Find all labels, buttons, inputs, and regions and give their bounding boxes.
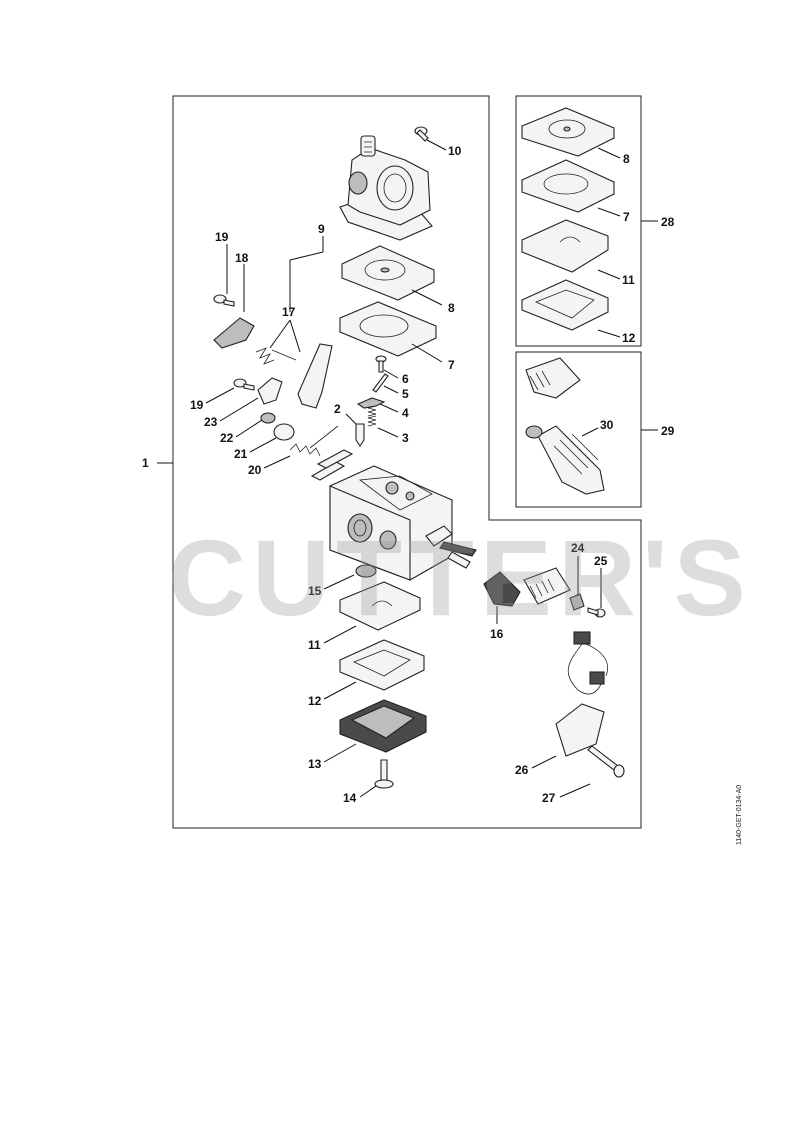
part-6-screw (375, 355, 387, 373)
callout-19-upper: 19 (215, 230, 229, 244)
callout-6: 6 (402, 372, 409, 386)
callout-19-lower: 19 (190, 398, 204, 412)
part-20-torsion-spring (289, 425, 339, 457)
callout-25: 25 (594, 554, 608, 568)
callout-26: 26 (515, 763, 529, 777)
kit-part-12-gasket (521, 279, 609, 331)
part-19-screw-lower (233, 378, 255, 391)
callout-4: 4 (402, 406, 409, 420)
callout-labels: 1 10 9 8 7 6 5 4 3 2 19 18 17 19 23 22 2… (142, 144, 675, 805)
callout-7: 7 (448, 358, 455, 372)
part-3-spring (367, 405, 377, 427)
part-carburetor-body (310, 449, 477, 581)
part-25-screw (587, 607, 606, 618)
callout-30: 30 (600, 418, 614, 432)
kit-28-parts (521, 107, 615, 331)
part-27-screw (587, 745, 625, 778)
kit-29-parts (525, 357, 605, 495)
frames (172, 95, 642, 829)
electrical-parts (523, 567, 625, 778)
part-23-lever (257, 377, 283, 405)
solenoid-valve (523, 567, 571, 605)
callout-16: 16 (490, 627, 504, 641)
callout-17: 17 (282, 305, 296, 319)
part-26-control-module (555, 703, 605, 757)
callout-15: 15 (308, 584, 322, 598)
part-14-screw (374, 759, 394, 789)
part-30-fuel-filter (525, 425, 605, 495)
part-19-screw-upper (213, 294, 235, 307)
kit-part-11-pump-diaphragm (521, 219, 609, 273)
part-21-sleeve (273, 423, 295, 441)
callout-8: 8 (448, 301, 455, 315)
callout-1: 1 (142, 456, 149, 470)
part-2-inlet-needle (355, 423, 365, 447)
callout-23: 23 (204, 415, 218, 429)
callout-18: 18 (235, 251, 249, 265)
callout-3: 3 (402, 431, 409, 445)
carburetor-parts (213, 126, 521, 789)
part-15-filter-screen (355, 564, 377, 578)
part-5-pin (372, 373, 389, 393)
callout-13: 13 (308, 757, 322, 771)
part-4-metering-lever (356, 397, 386, 409)
part-24-clip (569, 593, 585, 611)
callout-10: 10 (448, 144, 462, 158)
part-10-screw (414, 126, 429, 142)
callout-24: 24 (571, 541, 585, 555)
part-7-gasket (339, 301, 437, 357)
part-11-pump-diaphragm (339, 581, 421, 631)
callout-11-kit: 11 (622, 273, 635, 287)
callout-12-kit: 12 (622, 331, 636, 345)
callout-22: 22 (220, 431, 234, 445)
kit-part-8-diaphragm (521, 107, 615, 157)
part-17-spring (255, 347, 297, 365)
part-13-pump-cover (339, 699, 427, 753)
document-reference: 1140-GET-0134-A0 (736, 784, 743, 845)
callout-11: 11 (308, 638, 321, 652)
kit-part-7-gasket (521, 159, 615, 213)
part-17-throttle-lever (297, 343, 333, 409)
callout-27: 27 (542, 791, 556, 805)
leader-lines (157, 139, 658, 798)
part-12-pump-gasket (339, 639, 425, 691)
part-18-lever (213, 317, 255, 349)
part-9-venturi-housing (339, 135, 433, 241)
part-8-diaphragm (341, 245, 435, 301)
part-16-choke-lever (483, 571, 521, 607)
callout-20: 20 (248, 463, 262, 477)
kit-part-solenoid (525, 357, 581, 399)
callout-21: 21 (234, 447, 248, 461)
part-22-ring (260, 412, 276, 424)
callout-28: 28 (661, 215, 675, 229)
callout-5: 5 (402, 387, 409, 401)
callout-29: 29 (661, 424, 675, 438)
main-assembly-frame (172, 95, 642, 829)
callout-2: 2 (334, 402, 341, 416)
callout-14: 14 (343, 791, 357, 805)
callout-8-kit: 8 (623, 152, 630, 166)
wiring-harness (567, 631, 608, 695)
callout-7-kit: 7 (623, 210, 630, 224)
callout-12: 12 (308, 694, 322, 708)
callout-9: 9 (318, 222, 325, 236)
